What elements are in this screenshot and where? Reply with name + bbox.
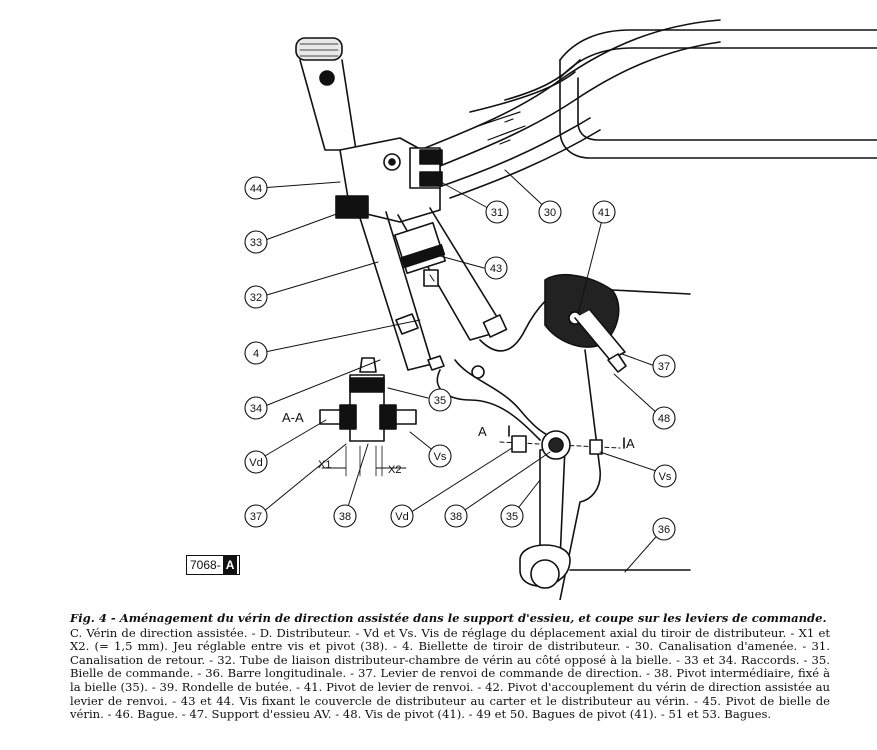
callout-4: 4 bbox=[244, 341, 268, 365]
svg-text:35: 35 bbox=[434, 395, 446, 407]
callout-32: 32 bbox=[244, 285, 268, 309]
caption-text: C. Vérin de direction assistée. - D. Dis… bbox=[70, 625, 830, 722]
svg-text:4: 4 bbox=[253, 348, 259, 360]
svg-text:34: 34 bbox=[250, 403, 262, 415]
callout-37-left: 37 bbox=[244, 504, 268, 528]
callout-vs-left: Vs bbox=[428, 444, 452, 468]
pivot-lever-37 bbox=[544, 274, 691, 600]
technical-drawing: 44 33 32 4 34 35 31 30 43 41 37 48 36 Vd… bbox=[244, 19, 877, 600]
svg-text:44: 44 bbox=[250, 183, 262, 195]
section-a-left-label: A bbox=[478, 424, 487, 439]
callout-38-left: 38 bbox=[333, 504, 357, 528]
axle-support-outline bbox=[469, 29, 877, 159]
figure-reference-label: 7068-A bbox=[186, 555, 241, 575]
callout-43: 43 bbox=[484, 256, 508, 280]
callout-36: 36 bbox=[652, 517, 676, 541]
callout-31: 31 bbox=[485, 200, 509, 224]
callout-vd-left: Vd bbox=[244, 450, 268, 474]
svg-text:38: 38 bbox=[339, 511, 351, 523]
figure-reference-letter: A bbox=[222, 556, 238, 574]
svg-text:33: 33 bbox=[250, 237, 262, 249]
callout-44: 44 bbox=[244, 176, 268, 200]
svg-text:30: 30 bbox=[544, 207, 556, 219]
callout-41: 41 bbox=[592, 200, 616, 224]
caption-title: Fig. 4 - Aménagement du vérin de directi… bbox=[70, 611, 827, 625]
callout-48: 48 bbox=[652, 406, 676, 430]
callout-34: 34 bbox=[244, 396, 268, 420]
svg-text:36: 36 bbox=[658, 524, 670, 536]
svg-text:38: 38 bbox=[450, 511, 462, 523]
x2-label: X2 bbox=[388, 464, 401, 476]
svg-text:35: 35 bbox=[506, 511, 518, 523]
leader-lines bbox=[257, 169, 666, 573]
section-aa-label: A-A bbox=[282, 410, 304, 425]
svg-text:Vd: Vd bbox=[249, 457, 262, 469]
distributor-body bbox=[335, 137, 443, 223]
svg-text:37: 37 bbox=[658, 361, 670, 373]
section-aa-right bbox=[499, 425, 625, 460]
svg-text:Vs: Vs bbox=[434, 451, 447, 463]
x1-label: X1 bbox=[318, 459, 331, 471]
callout-30: 30 bbox=[538, 200, 562, 224]
cylinder bbox=[359, 207, 508, 371]
section-aa-left bbox=[319, 357, 417, 477]
svg-text:Vd: Vd bbox=[395, 511, 408, 523]
svg-text:48: 48 bbox=[658, 413, 670, 425]
svg-text:Vs: Vs bbox=[659, 471, 672, 483]
svg-text:32: 32 bbox=[250, 292, 262, 304]
callout-38-right: 38 bbox=[444, 504, 468, 528]
callout-33: 33 bbox=[244, 230, 268, 254]
callout-35-upper: 35 bbox=[428, 388, 452, 412]
callout-vd-right: Vd bbox=[390, 504, 414, 528]
callout-37-right: 37 bbox=[652, 354, 676, 378]
figure-caption: Fig. 4 - Aménagement du vérin de directi… bbox=[70, 611, 830, 722]
pipes bbox=[419, 19, 721, 199]
svg-text:43: 43 bbox=[490, 263, 502, 275]
svg-text:37: 37 bbox=[250, 511, 262, 523]
callout-vs-right: Vs bbox=[653, 464, 677, 488]
callout-35-lower: 35 bbox=[500, 504, 524, 528]
section-a-right-label: A bbox=[626, 436, 635, 451]
svg-text:41: 41 bbox=[598, 207, 610, 219]
figure-reference: 7068- bbox=[190, 558, 221, 572]
svg-text:31: 31 bbox=[491, 207, 503, 219]
lever-handle bbox=[295, 37, 357, 151]
